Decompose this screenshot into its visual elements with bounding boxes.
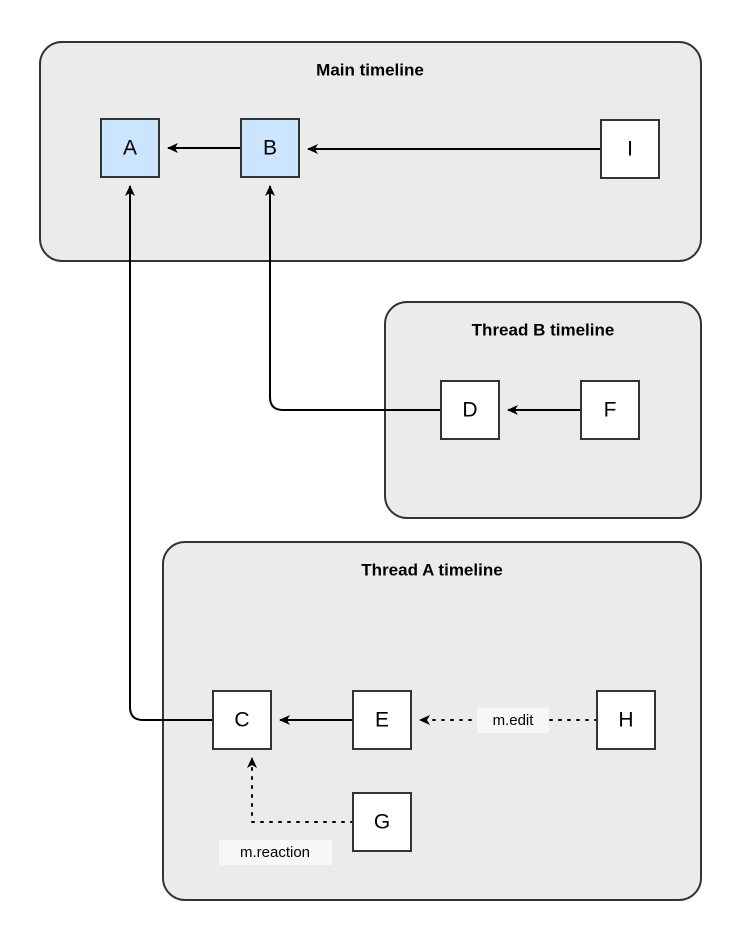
node-B-label: B — [263, 137, 277, 160]
node-D-box[interactable] — [440, 380, 500, 440]
node-A-label: A — [123, 137, 137, 160]
node-E[interactable]: E — [352, 690, 412, 750]
edge-label-m-edit-text: m.edit — [493, 712, 535, 729]
edge-d-to-b — [265, 185, 441, 411]
edge-label-m-edit: m.edit — [477, 708, 549, 733]
group-thread-a-timeline-label: Thread A timeline — [361, 560, 502, 579]
group-main-timeline: Main timeline — [39, 41, 702, 262]
node-C[interactable]: C — [212, 690, 272, 750]
edge-label-m-reaction-bg — [219, 840, 332, 865]
node-D[interactable]: D — [440, 380, 500, 440]
node-E-label: E — [375, 709, 389, 732]
node-F-box[interactable] — [580, 380, 640, 440]
node-F-label: F — [604, 399, 617, 422]
group-main-timeline-label: Main timeline — [316, 60, 424, 79]
node-I[interactable]: I — [600, 119, 660, 179]
node-H[interactable]: H — [596, 690, 656, 750]
node-A[interactable]: A — [100, 118, 160, 178]
node-H-label: H — [618, 709, 633, 732]
edge-label-m-edit-bg — [477, 708, 549, 733]
group-main-timeline-box — [39, 41, 702, 262]
node-C-label: C — [234, 709, 249, 732]
edge-g-to-c — [247, 757, 354, 823]
node-I-label: I — [627, 138, 633, 161]
node-A-box[interactable] — [100, 118, 160, 178]
edge-label-m-reaction-text: m.reaction — [240, 844, 310, 861]
node-H-box[interactable] — [596, 690, 656, 750]
edge-layer — [125, 143, 601, 823]
node-G[interactable]: G — [352, 792, 412, 852]
node-G-label: G — [374, 811, 390, 834]
edge-label-m-reaction: m.reaction — [219, 840, 332, 865]
node-F[interactable]: F — [580, 380, 640, 440]
node-D-label: D — [462, 399, 477, 422]
edge-c-to-a — [125, 185, 213, 721]
node-C-box[interactable] — [212, 690, 272, 750]
node-I-box[interactable] — [600, 119, 660, 179]
node-E-box[interactable] — [352, 690, 412, 750]
node-B-box[interactable] — [240, 118, 300, 178]
group-thread-b-timeline-label: Thread B timeline — [472, 320, 615, 339]
node-B[interactable]: B — [240, 118, 300, 178]
node-G-box[interactable] — [352, 792, 412, 852]
